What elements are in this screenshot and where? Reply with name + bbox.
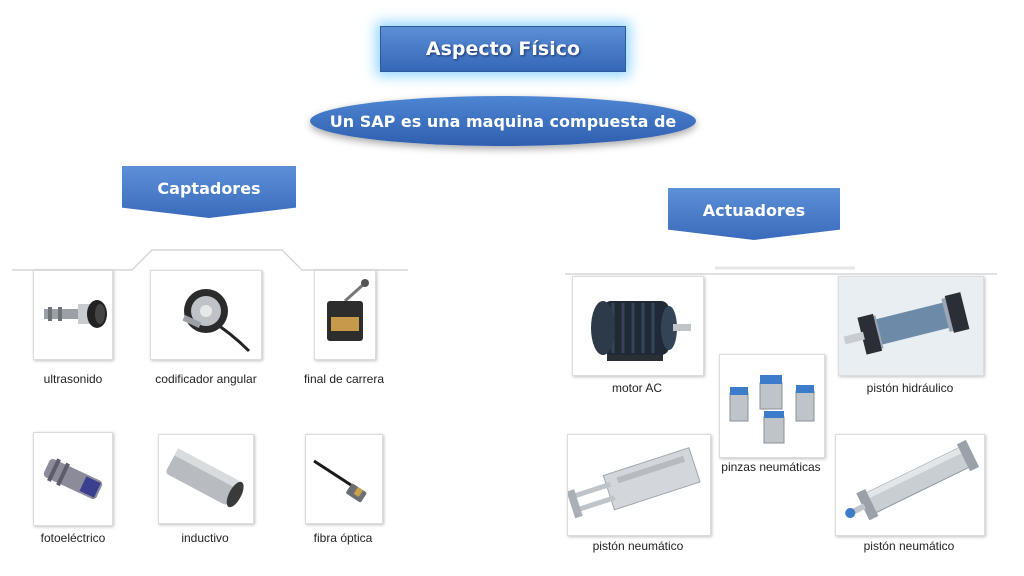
limit-switch-icon [327,279,369,341]
hydraulic-piston-icon [839,277,983,375]
photoelectric-sensor-card [33,432,113,526]
actuador-label-piston-hidraulico: pistón hidráulico [866,381,954,395]
subtitle-text: Un SAP es una maquina compuesta de [329,111,677,131]
fiber-optic-sensor-icon [313,459,367,503]
ultrasonic-sensor-icon [44,300,107,328]
captadores-heading-label: Captadores [157,178,261,198]
pneumatic-slide-card [567,434,711,536]
pneumatic-gripper-card [719,354,825,458]
pneumatic-cylinder-card [835,434,985,536]
captador-label-fibra-optica: fibra óptica [313,531,373,545]
page-title: Aspecto Físico [425,38,581,60]
subtitle-oval: Un SAP es una maquina compuesta de [310,96,696,146]
actuador-label-piston-neumatico-1: pistón neumático [592,539,684,553]
ac-motor-icon [591,301,691,361]
actuadores-heading-label: Actuadores [702,200,806,220]
inductive-sensor-card [158,434,254,524]
captador-label-fotoelectrico: fotoeléctrico [40,531,106,545]
captador-label-inductivo: inductivo [181,531,229,545]
actuador-label-motor-ac: motor AC [611,381,662,395]
rotary-encoder-icon [182,289,251,353]
captador-label-final-carrera: final de carrera [303,372,385,386]
actuadores-bracket-line [565,266,997,275]
pneumatic-cylinder-icon [845,439,980,521]
captadores-heading: Captadores [122,166,296,218]
limit-switch-card [314,270,376,360]
pneumatic-gripper-icon [729,375,815,444]
rotary-encoder-card [150,270,262,360]
inductive-sensor-icon [166,448,244,508]
actuador-label-pinzas: pinzas neumáticas [721,460,821,474]
ac-motor-card [572,276,704,376]
actuador-label-piston-neumatico-2: pistón neumático [863,539,955,553]
photoelectric-sensor-icon [43,458,103,500]
ultrasonic-sensor-card [33,270,113,360]
captadores-bracket-line [12,249,408,271]
captador-label-codificador: codificador angular [155,372,257,386]
pneumatic-slide-icon [568,447,701,519]
actuadores-heading: Actuadores [668,188,840,240]
title-box: Aspecto Físico [380,26,626,72]
fiber-optic-sensor-card [305,434,383,524]
hydraulic-piston-card [838,276,984,376]
captador-label-ultrasonido: ultrasonido [43,372,103,386]
